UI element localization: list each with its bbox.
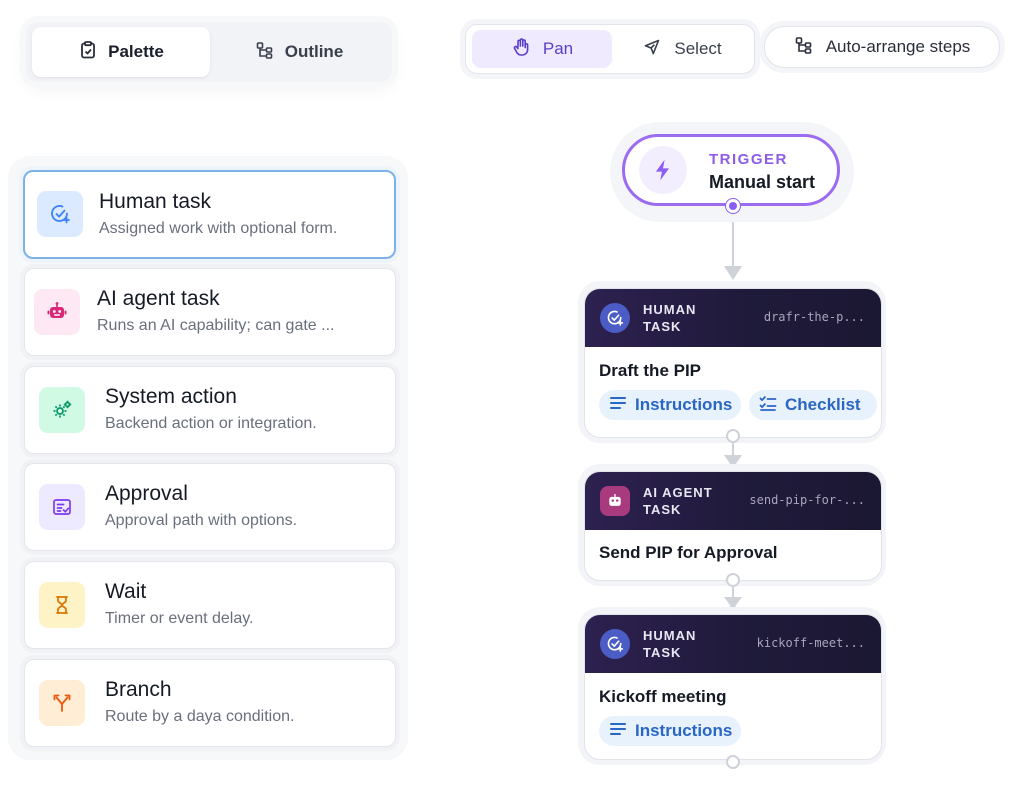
robot-icon xyxy=(600,486,630,516)
node-slug: kickoff-meet... xyxy=(756,636,865,650)
flow-node-kickoff-meeting[interactable]: HUMAN TASK kickoff-meet... Kickoff meeti… xyxy=(584,614,882,760)
tab-palette[interactable]: Palette xyxy=(32,27,210,77)
palette-item-description: Approval path with options. xyxy=(105,512,298,529)
view-tab-group: Palette Outline xyxy=(26,22,392,82)
node-slug: send-pip-for-... xyxy=(749,493,865,507)
palette-item-description: Route by a daya condition. xyxy=(105,708,295,725)
node-title: Draft the PIP xyxy=(599,361,702,380)
node-header: AI AGENT TASK send-pip-for-... xyxy=(585,472,881,530)
node-output-port[interactable] xyxy=(726,573,740,587)
node-title: Kickoff meeting xyxy=(599,687,727,706)
branch-icon xyxy=(39,680,85,726)
tab-outline-label: Outline xyxy=(284,42,344,61)
chip-label: Instructions xyxy=(635,721,733,740)
tab-palette-label: Palette xyxy=(108,42,164,61)
node-output-port[interactable] xyxy=(726,755,740,769)
pan-tool-button[interactable]: Pan xyxy=(472,30,612,68)
palette-item-title: Wait xyxy=(105,580,147,603)
instructions-chip[interactable]: Instructions xyxy=(599,716,741,746)
user-check-icon xyxy=(600,629,630,659)
palette-item-ai-agent-task[interactable]: AI agent task Runs an AI capability; can… xyxy=(24,268,396,356)
user-check-icon xyxy=(37,191,83,237)
node-output-port[interactable] xyxy=(726,429,740,443)
node-type-label: HUMAN TASK xyxy=(643,628,697,660)
hand-icon xyxy=(511,37,531,62)
palette-item-branch[interactable]: Branch Route by a daya condition. xyxy=(24,659,396,747)
node-header: HUMAN TASK drafr-the-p... xyxy=(585,289,881,347)
palette-item-description: Runs an AI capability; can gate ... xyxy=(97,317,335,334)
palette-item-description: Timer or event delay. xyxy=(105,610,254,627)
instructions-chip[interactable]: Instructions xyxy=(599,390,741,420)
pan-tool-label: Pan xyxy=(542,39,574,58)
arrange-tree-icon xyxy=(794,35,814,60)
user-check-icon xyxy=(600,303,630,333)
lines-icon xyxy=(609,720,627,743)
palette-item-title: Branch xyxy=(105,678,172,701)
node-type-label: AI AGENT TASK xyxy=(643,485,713,517)
flow-node-send-pip-for-approval[interactable]: AI AGENT TASK send-pip-for-... Send PIP … xyxy=(584,471,882,581)
palette-item-title: AI agent task xyxy=(97,287,220,310)
palette-item-title: Approval xyxy=(105,482,188,505)
palette-item-human-task[interactable]: Human task Assigned work with optional f… xyxy=(23,170,396,259)
palette-item-title: Human task xyxy=(99,190,212,213)
lines-icon xyxy=(609,394,627,417)
auto-arrange-label: Auto-arrange steps xyxy=(825,37,971,56)
auto-arrange-button[interactable]: Auto-arrange steps xyxy=(764,26,1000,68)
palette-item-description: Assigned work with optional form. xyxy=(99,220,338,237)
palette-item-system-action[interactable]: System action Backend action or integrat… xyxy=(24,366,396,454)
checklist-icon xyxy=(759,394,777,417)
node-slug: drafr-the-p... xyxy=(763,310,865,324)
tab-outline[interactable]: Outline xyxy=(210,27,388,77)
palette-item-title: System action xyxy=(105,385,237,408)
node-title: Send PIP for Approval xyxy=(599,543,778,562)
checklist-chip[interactable]: Checklist xyxy=(749,390,877,420)
outline-tree-icon xyxy=(255,40,275,65)
trigger-node[interactable]: TRIGGER Manual start xyxy=(622,134,840,206)
trigger-output-port[interactable] xyxy=(726,199,740,213)
gears-icon xyxy=(39,387,85,433)
palette-item-description: Backend action or integration. xyxy=(105,415,317,432)
robot-icon xyxy=(34,289,80,335)
node-header: HUMAN TASK kickoff-meet... xyxy=(585,615,881,673)
trigger-kicker: TRIGGER xyxy=(709,151,788,168)
palette-item-approval[interactable]: Approval Approval path with options. xyxy=(24,463,396,551)
node-type-label: HUMAN TASK xyxy=(643,302,697,334)
select-tool-button[interactable]: Select xyxy=(616,30,748,68)
flow-node-draft-the-pip[interactable]: HUMAN TASK drafr-the-p... Draft the PIP … xyxy=(584,288,882,438)
chip-label: Instructions xyxy=(635,395,733,414)
cursor-arrow-icon xyxy=(642,37,662,62)
trigger-name: Manual start xyxy=(709,172,816,192)
chip-label: Checklist xyxy=(785,395,861,414)
hourglass-icon xyxy=(39,582,85,628)
approval-form-icon xyxy=(39,484,85,530)
palette-item-wait[interactable]: Wait Timer or event delay. xyxy=(24,561,396,649)
canvas-tool-group: Pan Select xyxy=(465,24,755,74)
clipboard-icon xyxy=(78,40,98,65)
lightning-icon xyxy=(639,146,687,194)
select-tool-label: Select xyxy=(674,39,722,58)
